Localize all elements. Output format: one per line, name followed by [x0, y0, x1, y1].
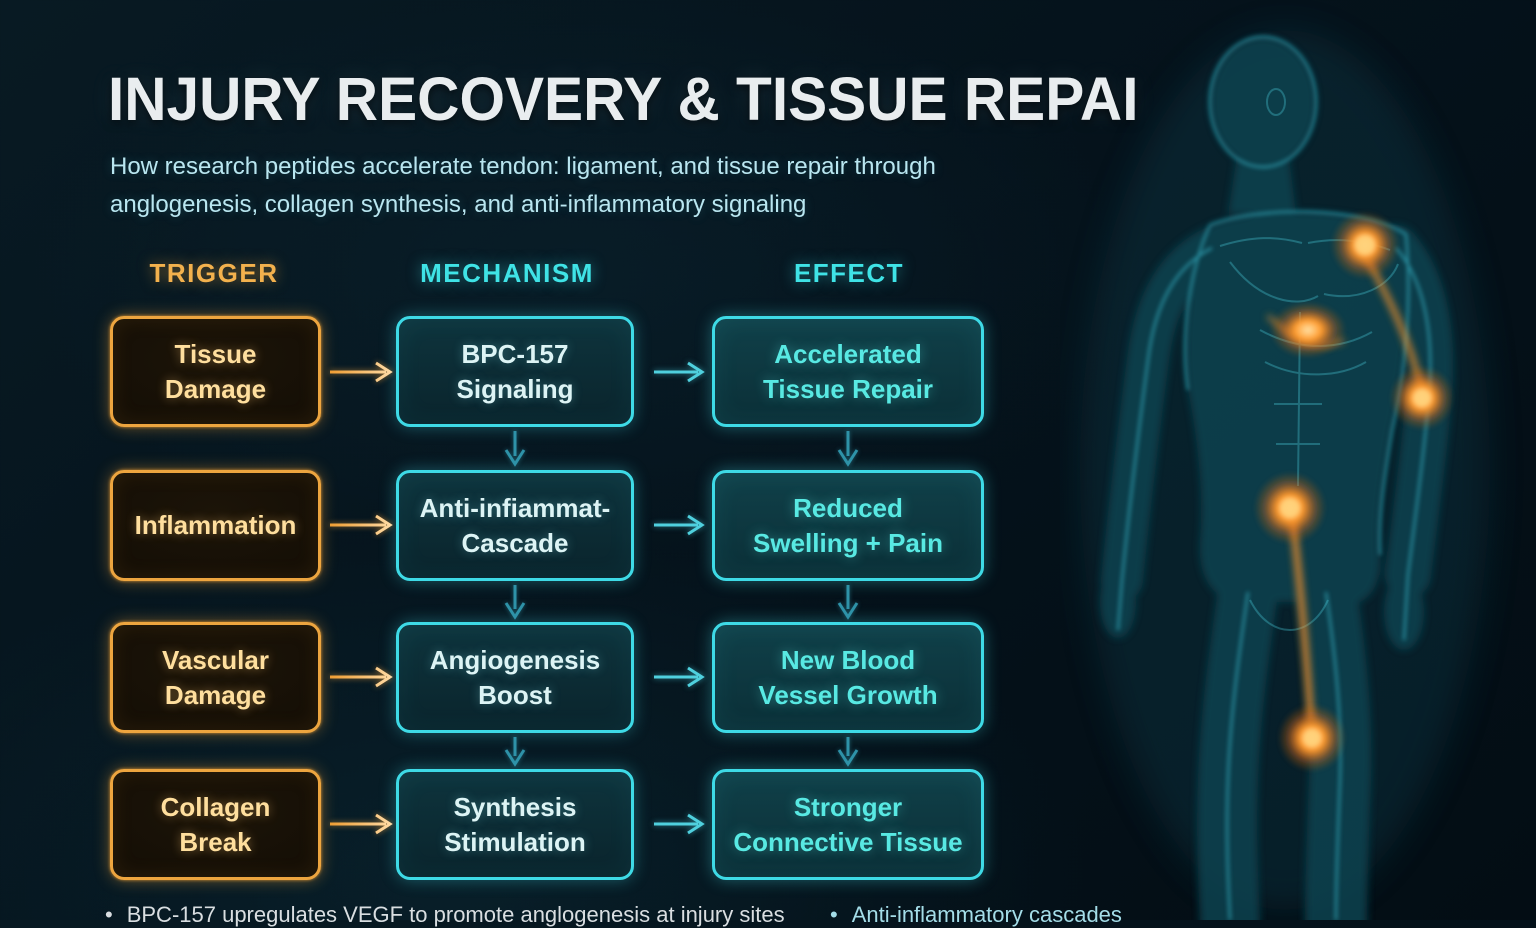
arrow-mechanism-effect-row1 — [654, 361, 705, 383]
box-label-line: Vascular — [162, 644, 269, 675]
arrow-trigger-mechanism-row3 — [330, 666, 393, 688]
footnote-text: Anti-inflammatory cascades — [851, 902, 1122, 927]
subtitle-line-1: How research peptides accelerate tendon:… — [110, 153, 936, 180]
effect-box-stronger-connective-tissue: Stronger Connective Tissue — [712, 769, 984, 880]
box-label-line: Inflammation — [134, 510, 297, 540]
footnote-vegf: • BPC-157 upregulates VEGF to promote ang… — [105, 902, 785, 928]
box-label-line: Stronger — [793, 791, 903, 822]
column-header-effect: EFFECT — [793, 258, 905, 288]
hotspot-ribcage — [1270, 302, 1346, 358]
human-body-xray-illustration — [1080, 30, 1490, 920]
subtitle-line-2: anglogenesis, collagen synthesis, and an… — [110, 191, 807, 218]
mechanism-box-angiogenesis-boost: Angiogenesis Boost — [396, 622, 634, 733]
arrow-effect-down-1 — [837, 431, 859, 467]
box-label-line: Signaling — [456, 373, 574, 404]
box-label-line: Reduced — [793, 492, 903, 523]
box-label-line: Accelerated — [774, 338, 922, 369]
footnote-text: BPC-157 upregulates VEGF to promote angl… — [126, 902, 785, 927]
page-subtitle: How research peptides accelerate tendon:… — [110, 148, 936, 224]
trigger-box-collagen-break: Collagen Break — [110, 769, 321, 880]
bullet-icon: • — [105, 902, 113, 927]
box-label-line: Tissue Repair — [762, 373, 934, 404]
arrow-mechanism-effect-row3 — [654, 666, 705, 688]
trigger-box-vascular-damage: Vascular Damage — [110, 622, 321, 733]
trigger-box-tissue-damage: Tissue Damage — [110, 316, 321, 427]
box-label-line: BPC-157 — [461, 338, 569, 369]
effect-box-reduced-swelling-pain: Reduced Swelling + Pain — [712, 470, 984, 581]
bullet-icon: • — [830, 902, 838, 927]
box-label-line: New Blood — [780, 644, 916, 675]
arrow-effect-down-2 — [837, 585, 859, 620]
mechanism-box-synthesis-stimulation: Synthesis Stimulation — [396, 769, 634, 880]
box-label-line: Angiogenesis — [429, 644, 601, 675]
arrow-mechanism-down-3 — [504, 737, 526, 767]
page-title: INJURY RECOVERY & TISSUE REPAI — [108, 65, 1139, 133]
arrow-trigger-mechanism-row4 — [330, 813, 393, 835]
box-label-line: Synthesis — [453, 791, 577, 822]
box-label-line: Anti-infiammat- — [419, 492, 611, 523]
column-header-mechanism: MECHANISM — [420, 258, 594, 288]
box-label-line: Stimulation — [444, 826, 586, 857]
effect-box-accelerated-tissue-repair: Accelerated Tissue Repair — [712, 316, 984, 427]
box-label-line: Collagen — [160, 791, 271, 822]
arrow-effect-down-3 — [837, 737, 859, 767]
arrow-mechanism-effect-row2 — [654, 514, 705, 536]
effect-box-new-blood-vessel-growth: New Blood Vessel Growth — [712, 622, 984, 733]
arrow-mechanism-effect-row4 — [654, 813, 705, 835]
arrow-mechanism-down-2 — [504, 585, 526, 620]
box-label-line: Swelling + Pain — [753, 527, 943, 558]
mechanism-box-bpc157-signaling: BPC-157 Signaling — [396, 316, 634, 427]
arrow-trigger-mechanism-row1 — [330, 361, 393, 383]
box-label-line: Tissue — [174, 338, 257, 369]
footnote-anti-inflammatory: • Anti-inflammatory cascades — [830, 902, 1122, 928]
column-header-trigger: TRIGGER — [149, 258, 279, 288]
box-label-line: Connective Tissue — [733, 826, 963, 857]
trigger-box-inflammation: Inflammation — [110, 470, 321, 581]
box-label-line: Boost — [478, 679, 552, 710]
box-label-line: Damage — [164, 679, 267, 710]
mechanism-box-anti-inflammatory-cascade: Anti-infiammat- Cascade — [396, 470, 634, 581]
box-label-line: Vessel Growth — [758, 679, 938, 710]
box-label-line: Damage — [164, 373, 267, 404]
box-label-line: Cascade — [461, 527, 569, 558]
arrow-trigger-mechanism-row2 — [330, 514, 393, 536]
box-label-line: Break — [179, 826, 252, 857]
arrow-mechanism-down-1 — [504, 431, 526, 467]
injury-hotspots — [1254, 211, 1454, 772]
